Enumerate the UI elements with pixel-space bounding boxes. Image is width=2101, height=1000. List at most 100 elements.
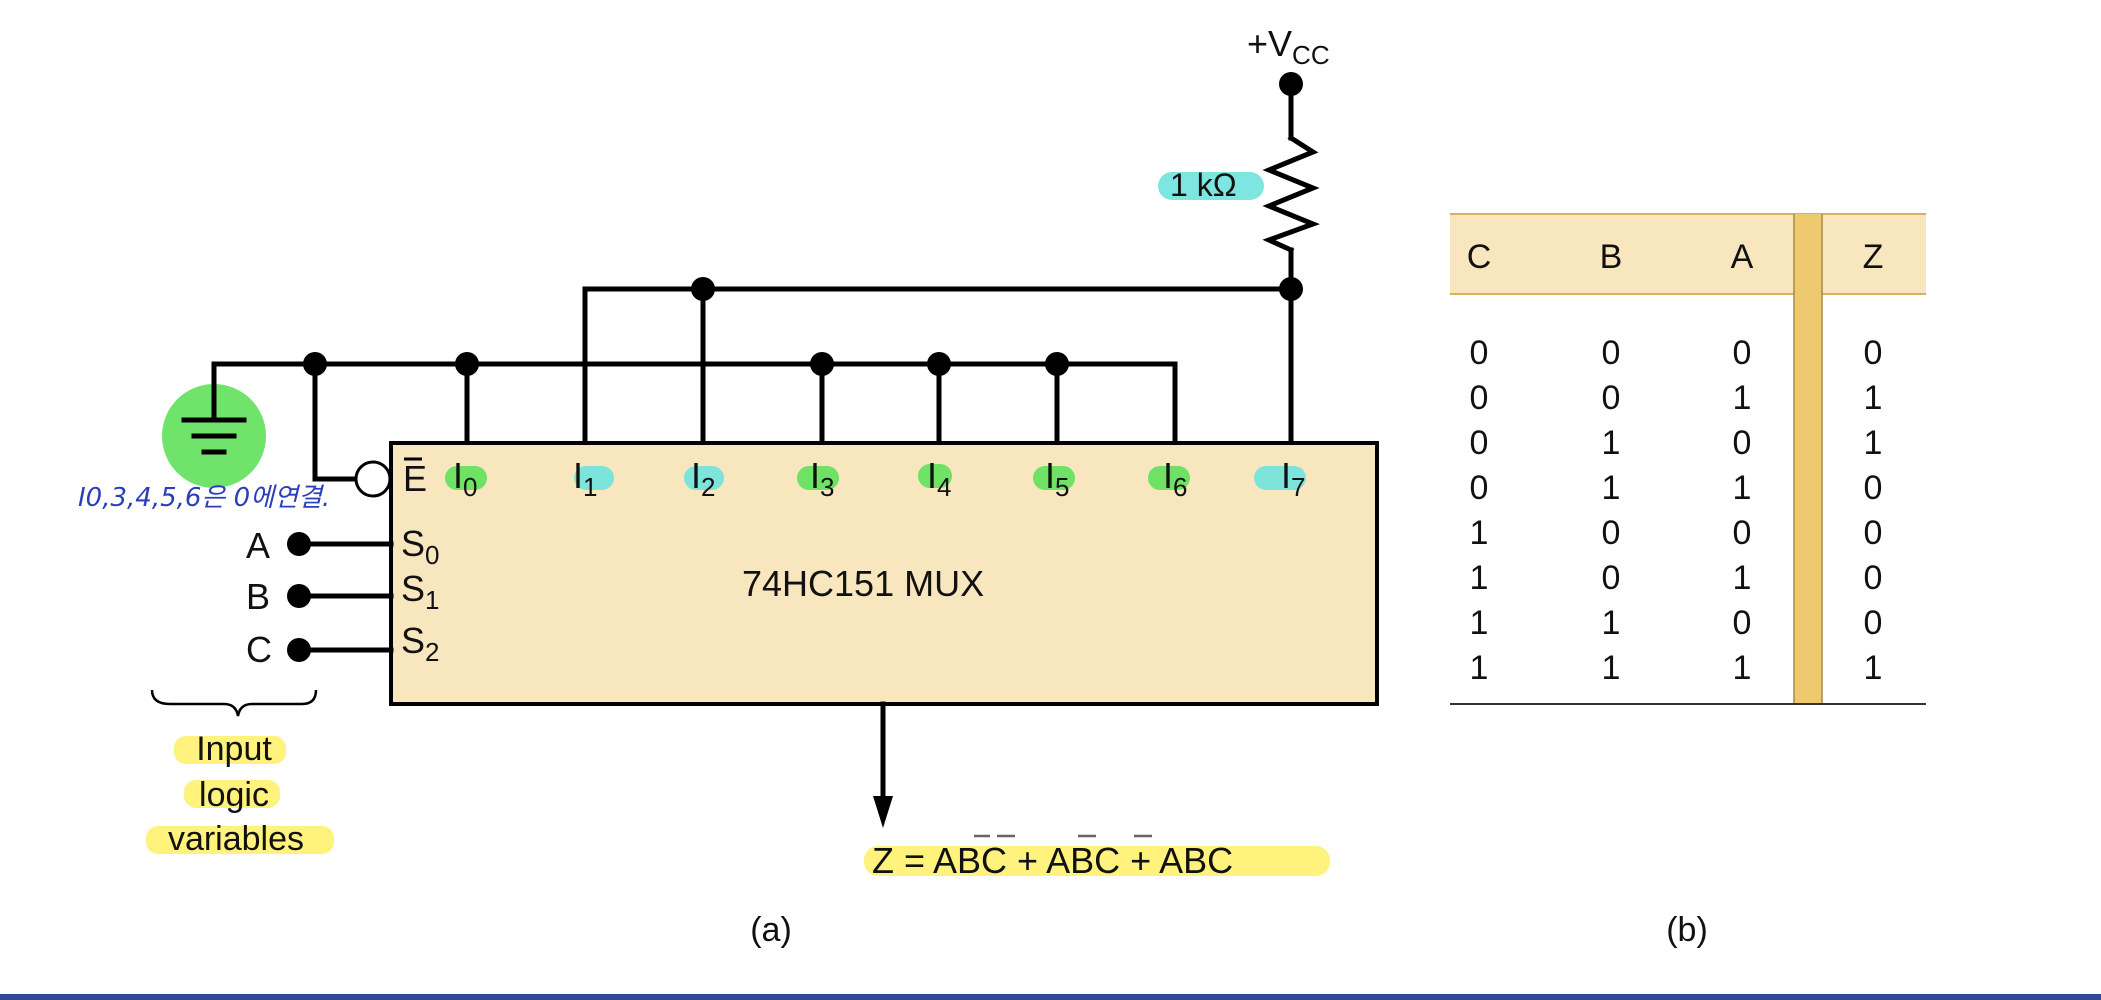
enable-label: E xyxy=(403,458,427,499)
select-input-b: B S1 xyxy=(246,568,439,617)
svg-text:0: 0 xyxy=(1470,379,1489,417)
junction-dot-gnd-4 xyxy=(927,352,951,376)
brace-label-line-1: Input xyxy=(196,730,272,768)
svg-text:0: 0 xyxy=(1602,514,1621,552)
svg-text:0: 0 xyxy=(1864,334,1883,372)
table-divider-band xyxy=(1794,214,1822,704)
pin-highlight-i6 xyxy=(1148,466,1190,490)
pin-label-i4: I4 xyxy=(927,455,951,502)
table-row: 0 0 0 0 xyxy=(1470,334,1883,372)
resistor-symbol xyxy=(1262,134,1320,254)
svg-text:1: 1 xyxy=(1470,559,1489,597)
table-row: 0 0 1 1 xyxy=(1470,379,1883,417)
svg-text:0: 0 xyxy=(1864,514,1883,552)
svg-text:1: 1 xyxy=(1864,649,1883,687)
handwritten-note: I0,3,4,5,6은 0에연결. xyxy=(78,483,330,513)
table-header-a: A xyxy=(1731,238,1754,276)
truth-table: C B A Z 0 0 0 0 0 0 1 1 0 1 0 1 0 1 1 0 xyxy=(1450,213,1926,949)
select-input-c: C S2 xyxy=(246,620,439,670)
svg-text:0: 0 xyxy=(1864,604,1883,642)
svg-text:0: 0 xyxy=(1470,424,1489,462)
table-row: 1 1 0 0 xyxy=(1470,604,1883,642)
caption-a: (a) xyxy=(750,911,792,949)
input-variable-c: C xyxy=(246,629,272,670)
table-row: 1 0 1 0 xyxy=(1470,559,1883,597)
svg-text:0: 0 xyxy=(1470,469,1489,507)
pin-label-i0: I0 xyxy=(453,455,477,502)
svg-text:1: 1 xyxy=(1733,649,1752,687)
brace-label-highlight-2 xyxy=(184,780,280,808)
resistor-label: 1 kΩ xyxy=(1170,167,1237,203)
brace-label-highlight-1 xyxy=(174,736,286,764)
junction-dot-gnd-1 xyxy=(303,352,327,376)
resistor-label-highlight xyxy=(1158,172,1264,200)
circuit-diagram: +VCC 1 kΩ E xyxy=(78,23,1379,949)
junction-dot-gnd-5 xyxy=(1045,352,1069,376)
table-header-c: C xyxy=(1467,238,1492,276)
pin-label-i1: I1 xyxy=(573,455,597,502)
pin-label-i7: I7 xyxy=(1281,455,1305,502)
svg-text:0: 0 xyxy=(1733,334,1752,372)
svg-text:0: 0 xyxy=(1733,604,1752,642)
table-header-b: B xyxy=(1600,238,1623,276)
svg-text:1: 1 xyxy=(1470,604,1489,642)
junction-dot-high-2 xyxy=(1279,277,1303,301)
svg-text:1: 1 xyxy=(1470,514,1489,552)
brace-label-highlight-3 xyxy=(146,826,334,854)
pin-highlight-i3 xyxy=(797,466,839,490)
output-expression: Z = ABC + ABC + ABC xyxy=(872,840,1233,881)
table-row: 1 1 1 1 xyxy=(1470,649,1883,687)
ground-icon xyxy=(181,417,247,455)
expression-highlight xyxy=(864,846,1330,876)
pin-label-i5: I5 xyxy=(1045,455,1069,502)
pin-label-i3: I3 xyxy=(810,455,834,502)
svg-text:1: 1 xyxy=(1602,649,1621,687)
table-row: 1 0 0 0 xyxy=(1470,514,1883,552)
svg-text:0: 0 xyxy=(1602,334,1621,372)
pin-label-s0: S0 xyxy=(401,523,439,570)
table-header-band xyxy=(1450,214,1926,294)
table-header-z: Z xyxy=(1863,238,1884,276)
svg-text:0: 0 xyxy=(1864,559,1883,597)
svg-text:1: 1 xyxy=(1602,469,1621,507)
pin-label-i6: I6 xyxy=(1163,455,1187,502)
svg-text:0: 0 xyxy=(1733,514,1752,552)
pin-highlight-i2 xyxy=(684,466,724,490)
svg-text:1: 1 xyxy=(1602,604,1621,642)
supply-label: +VCC xyxy=(1247,23,1330,70)
svg-text:1: 1 xyxy=(1864,379,1883,417)
pin-highlight-i1 xyxy=(574,466,614,490)
select-input-a: A S0 xyxy=(246,523,439,570)
svg-text:1: 1 xyxy=(1733,469,1752,507)
input-variable-b: B xyxy=(246,576,270,617)
input-variable-a: A xyxy=(246,525,270,566)
svg-text:0: 0 xyxy=(1602,559,1621,597)
svg-text:0: 0 xyxy=(1470,334,1489,372)
input-brace xyxy=(150,689,318,717)
table-row: 0 1 1 0 xyxy=(1470,469,1883,507)
output-arrow-icon xyxy=(873,796,893,828)
junction-dot-gnd-3 xyxy=(810,352,834,376)
mux-chip xyxy=(389,441,1379,706)
pin-label-i2: I2 xyxy=(691,455,715,502)
bottom-rule xyxy=(0,994,2101,1000)
svg-text:1: 1 xyxy=(1733,559,1752,597)
enable-inversion-bubble xyxy=(354,460,392,498)
junction-dot-gnd-2 xyxy=(455,352,479,376)
svg-text:0: 0 xyxy=(1733,424,1752,462)
svg-text:1: 1 xyxy=(1602,424,1621,462)
svg-text:0: 0 xyxy=(1864,469,1883,507)
svg-text:1: 1 xyxy=(1864,424,1883,462)
table-row: 0 1 0 1 xyxy=(1470,424,1883,462)
caption-b: (b) xyxy=(1666,911,1708,949)
svg-text:1: 1 xyxy=(1470,649,1489,687)
pin-highlight-i7 xyxy=(1254,466,1306,490)
svg-text:1: 1 xyxy=(1733,379,1752,417)
svg-text:0: 0 xyxy=(1602,379,1621,417)
pin-label-s1: S1 xyxy=(401,568,439,615)
pin-highlight-i5 xyxy=(1033,466,1075,490)
brace-label-line-2: logic xyxy=(199,776,269,814)
pin-label-s2: S2 xyxy=(401,620,439,667)
brace-label-line-3: variables xyxy=(168,820,304,858)
